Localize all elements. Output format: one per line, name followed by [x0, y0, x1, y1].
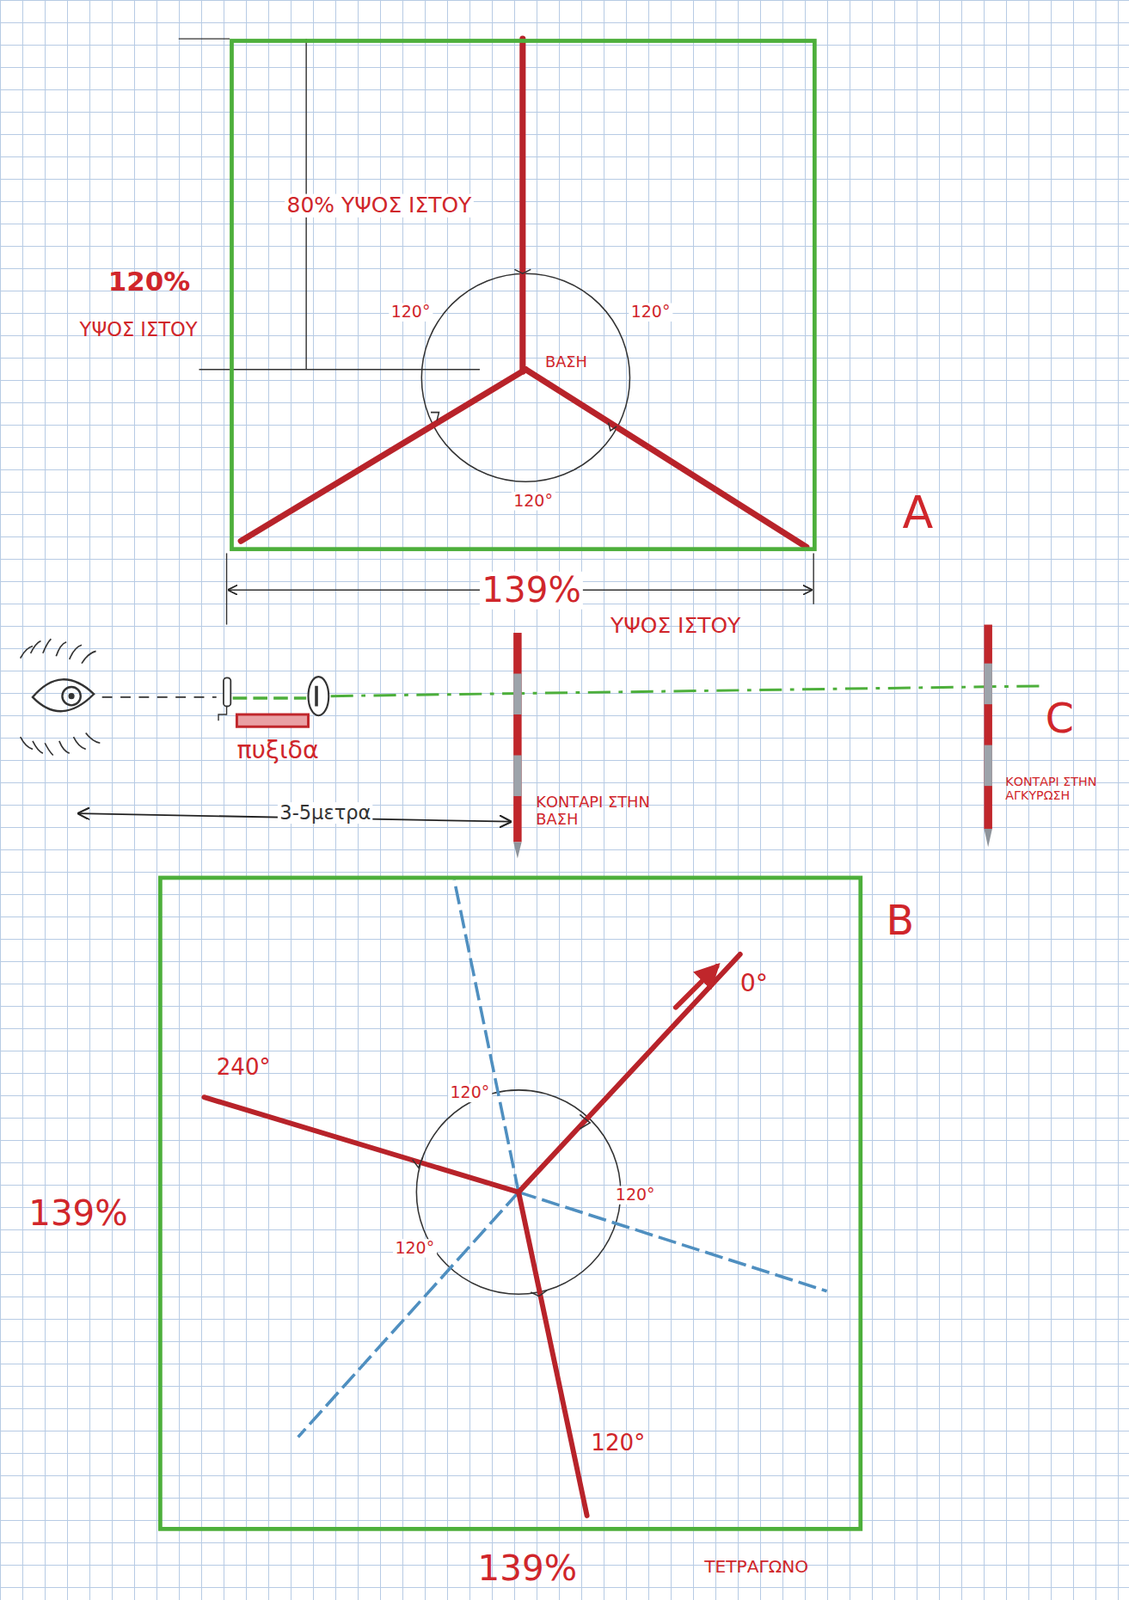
side-percent: 139% [478, 1549, 577, 1588]
angle-label: 120° [392, 1239, 437, 1258]
angle-label: 120° [613, 1185, 657, 1204]
width-percent: 139% [479, 571, 583, 610]
section-a-drawing [178, 38, 814, 625]
compass-label: πυξιδα [236, 736, 319, 764]
mast-plan-frame: 80% ΥΨΟΣ ΙΣΤΟΥ 120° 120° ΒΑΣΗ 120° [229, 38, 817, 552]
height-percent: 120% [108, 267, 191, 297]
angle-label: 240° [216, 1055, 271, 1081]
square-frame: 240° 120° 0° 120° 120° 120° [158, 876, 863, 1532]
angle-label: ΒΑΣΗ [545, 354, 588, 372]
section-b-drawing [203, 879, 827, 1516]
section-letter: A [901, 487, 933, 537]
pole-label: ΚΟΝΤΑΡΙ ΣΤΗΝ ΒΑΣΗ [535, 794, 657, 829]
angle-label: 120° [628, 303, 673, 322]
square-label: ΤΕΤΡΑΓΩΝΟ [704, 1558, 809, 1577]
angle-label: 120° [590, 1430, 645, 1456]
angle-label: 120° [388, 303, 433, 322]
section-letter: B [885, 898, 915, 944]
sighting-drawing [20, 625, 1047, 860]
angle-label: 120° [511, 491, 556, 510]
mast-height-note: ΥΨΟΣ ΙΣΤΟΥ [79, 318, 198, 340]
angle-label: 0° [740, 969, 768, 997]
distance-dimension: 3-5μετρα [277, 802, 374, 824]
section-letter: C [1045, 696, 1074, 742]
mast-height-note: ΥΨΟΣ ΙΣΤΟΥ [610, 614, 741, 639]
angle-label: 120° [447, 1084, 492, 1103]
pole-label: ΚΟΝΤΑΡΙ ΣΤΗΝ ΑΓΚΥΡΩΣΗ [1005, 775, 1118, 803]
angle-label: 80% ΥΨΟΣ ΙΣΤΟΥ [284, 194, 473, 218]
side-percent: 139% [28, 1194, 128, 1233]
